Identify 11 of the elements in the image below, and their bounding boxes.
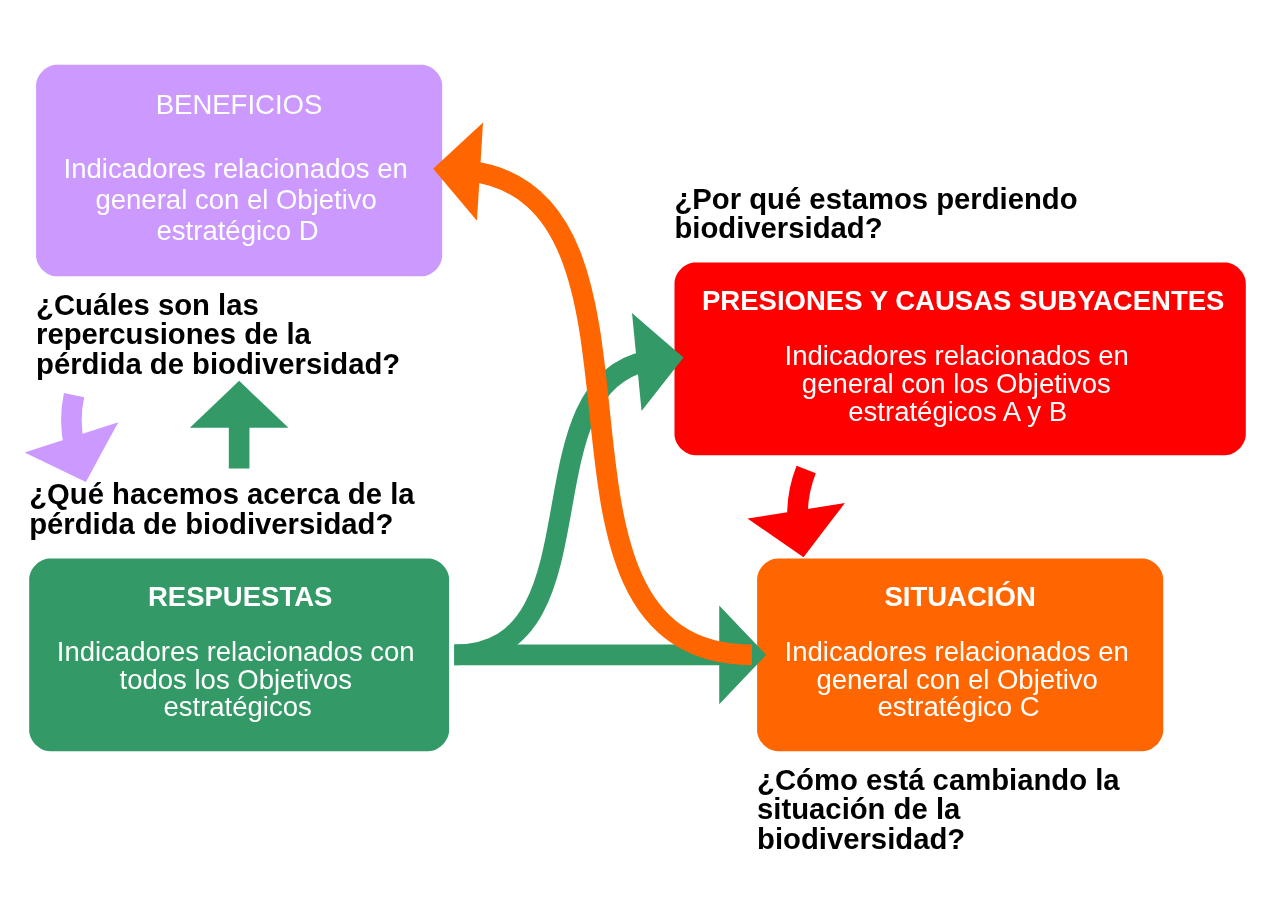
arrow	[454, 605, 767, 704]
node-box: BENEFICIOS Indicadores relacionados en general con el Objetivo estratégico D	[36, 64, 443, 276]
node-label: ¿Cómo está cambiando la situación de la biodiversidad?	[757, 763, 1120, 855]
node-label: ¿Cuáles son las repercusiones de la pérdida de biodiversidad?	[36, 288, 401, 380]
node-box: RESPUESTAS Indicadores relacionados con todos los Objetivos estratégicos	[29, 558, 450, 751]
arrow	[189, 380, 289, 468]
arrow	[433, 121, 754, 665]
node-box: SITUACIÓN Indicadores relacionados en general con el Objetivo estratégico C	[757, 558, 1164, 751]
node-label: ¿Qué hacemos acerca de la pérdida de biodiversidad?	[29, 477, 415, 540]
node-box: PRESIONES Y CAUSAS SUBYACENTES Indicadores relacionados en general con los Objetivos estratégicos A y B	[674, 262, 1246, 455]
node-label: ¿Por qué estamos perdiendo biodiversidad?	[674, 182, 1078, 244]
